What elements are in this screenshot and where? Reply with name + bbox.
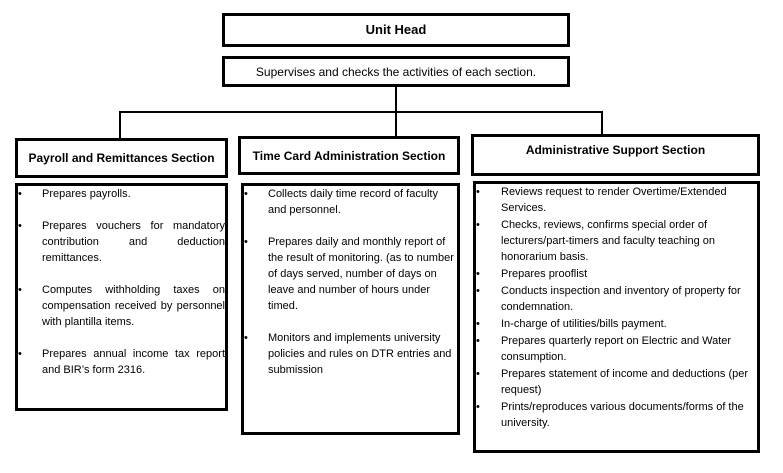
bullet-icon: • (18, 188, 22, 200)
unit-head-description: Supervises and checks the activities of … (255, 64, 537, 79)
connector-drop-right-line (601, 111, 603, 135)
timecard-duties-list: • Collects daily time record of faculty … (244, 186, 457, 378)
bullet-icon: • (476, 368, 480, 380)
bullet-icon: • (476, 401, 480, 413)
duty-text: Prepares statement of income and deducti… (501, 368, 749, 396)
duty-text: Prepares vouchers for mandatory contribu… (42, 220, 225, 264)
section-header-timecard: Time Card Administration Section (238, 136, 460, 175)
bullet-icon: • (244, 236, 248, 248)
unit-head-box: Unit Head (222, 13, 570, 47)
unit-head-title: Unit Head (365, 22, 427, 37)
admin-support-duties-list: • Reviews request to render Overtime/Ext… (476, 184, 757, 431)
list-item: • In-charge of utilities/bills payment. (476, 316, 757, 332)
connector-horizontal-line (119, 111, 603, 113)
duty-text: Prepares quarterly report on Electric an… (501, 335, 732, 363)
section-header-payroll: Payroll and Remittances Section (15, 138, 228, 178)
bullet-icon: • (18, 220, 22, 232)
duty-text: Prepares prooflist (501, 268, 588, 280)
payroll-duties-list: • Prepares payrolls. • Prepares vouchers… (18, 186, 225, 378)
duty-text: In-charge of utilities/bills payment. (501, 318, 667, 330)
list-item: • Prepares statement of income and deduc… (476, 366, 757, 398)
bullet-icon: • (244, 332, 248, 344)
bullet-icon: • (18, 284, 22, 296)
section-duties-timecard-box: • Collects daily time record of faculty … (241, 183, 460, 435)
list-item: • Prepares daily and monthly report of t… (244, 234, 457, 314)
list-item: • Reviews request to render Overtime/Ext… (476, 184, 757, 216)
duty-text: Conducts inspection and inventory of pro… (501, 285, 741, 313)
list-item: • Prints/reproduces various documents/fo… (476, 399, 757, 431)
list-item: • Checks, reviews, confirms special orde… (476, 217, 757, 265)
list-item: • Conducts inspection and inventory of p… (476, 283, 757, 315)
duty-text: Prints/reproduces various documents/form… (501, 401, 744, 429)
list-item: • Monitors and implements university pol… (244, 330, 457, 378)
bullet-icon: • (476, 285, 480, 297)
section-title: Payroll and Remittances Section (28, 151, 215, 165)
bullet-icon: • (244, 188, 248, 200)
connector-drop-left-line (119, 111, 121, 138)
duty-text: Prepares daily and monthly report of the… (268, 236, 454, 312)
bullet-icon: • (476, 268, 480, 280)
duty-text: Monitors and implements university polic… (268, 332, 452, 376)
duty-text: Computes withholding taxes on compensati… (42, 284, 225, 328)
section-header-admin-support: Administrative Support Section (471, 134, 760, 176)
duty-text: Checks, reviews, confirms special order … (501, 219, 715, 263)
section-title: Time Card Administration Section (252, 148, 446, 163)
section-title: Administrative Support Section (525, 143, 706, 157)
section-duties-payroll-box: • Prepares payrolls. • Prepares vouchers… (15, 183, 228, 411)
bullet-icon: • (476, 318, 480, 330)
bullet-icon: • (476, 219, 480, 231)
list-item: • Prepares vouchers for mandatory contri… (18, 218, 225, 266)
section-duties-admin-support-box: • Reviews request to render Overtime/Ext… (473, 181, 760, 453)
unit-head-description-box: Supervises and checks the activities of … (222, 56, 570, 87)
bullet-icon: • (476, 335, 480, 347)
list-item: • Prepares quarterly report on Electric … (476, 333, 757, 365)
list-item: • Prepares prooflist (476, 266, 757, 282)
duty-text: Prepares annual income tax report and BI… (42, 348, 225, 376)
bullet-icon: • (18, 348, 22, 360)
duty-text: Prepares payrolls. (42, 188, 131, 200)
duty-text: Collects daily time record of faculty an… (268, 188, 438, 216)
bullet-icon: • (476, 186, 480, 198)
duty-text: Reviews request to render Overtime/Exten… (501, 186, 727, 214)
list-item: • Prepares payrolls. (18, 186, 225, 202)
list-item: • Collects daily time record of faculty … (244, 186, 457, 218)
list-item: • Prepares annual income tax report and … (18, 346, 225, 378)
list-item: • Computes withholding taxes on compensa… (18, 282, 225, 330)
